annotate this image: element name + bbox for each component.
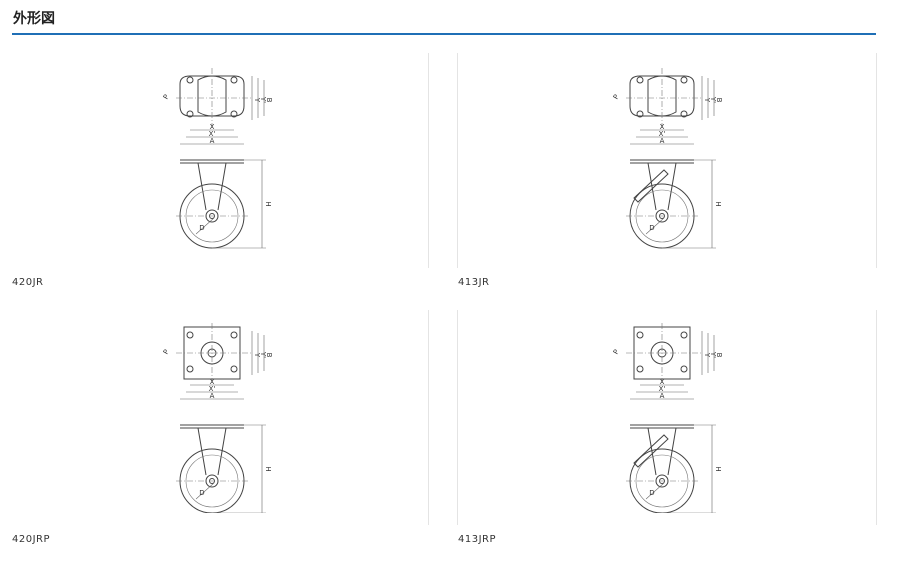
dimension-label: Y' bbox=[259, 351, 267, 358]
column-divider-top bbox=[428, 53, 429, 268]
dimension-label: B bbox=[265, 353, 273, 358]
dimension-label: H bbox=[714, 201, 722, 206]
wheel-rim bbox=[185, 454, 239, 508]
dimension-label: Y bbox=[703, 97, 711, 103]
dimension-label: A bbox=[660, 392, 665, 400]
dimension-label: Y bbox=[253, 352, 261, 358]
dimension-label: B bbox=[265, 98, 273, 103]
brake-lever bbox=[633, 169, 669, 203]
dimension-label: B bbox=[715, 98, 723, 103]
dimension-label: Y' bbox=[709, 96, 717, 103]
bolt-hole bbox=[636, 331, 644, 339]
column-divider-top-2 bbox=[457, 53, 458, 268]
bolt-hole bbox=[680, 331, 688, 339]
dimension-label: Y' bbox=[709, 351, 717, 358]
bolt-hole bbox=[680, 76, 688, 84]
diameter-leader bbox=[645, 482, 665, 500]
bolt-hole bbox=[230, 76, 238, 84]
dimension-label: P bbox=[162, 348, 171, 356]
dimension-label: X' bbox=[659, 130, 666, 138]
model-label: 420JR bbox=[12, 277, 44, 288]
bolt-hole bbox=[636, 110, 644, 118]
drawing-lines: XX'A YY'B P D H bbox=[162, 68, 273, 249]
title-divider bbox=[12, 33, 876, 35]
dimension-label: D bbox=[649, 489, 654, 497]
top-plate-outline bbox=[179, 75, 245, 117]
fork bbox=[647, 162, 677, 211]
bolt-hole bbox=[680, 365, 688, 373]
column-divider-right-bottom bbox=[876, 310, 877, 525]
diameter-leader bbox=[645, 217, 665, 235]
drawing-lines: XX'A YY'B P D H bbox=[612, 68, 723, 249]
wheel-rim bbox=[635, 189, 689, 243]
dimension-label: A bbox=[210, 392, 215, 400]
diameter-leader bbox=[195, 217, 215, 235]
bolt-hole bbox=[230, 365, 238, 373]
dimension-label: X bbox=[210, 378, 215, 386]
dimension-label: Y bbox=[703, 352, 711, 358]
brake-lever bbox=[633, 434, 669, 468]
caster-drawing-svg: XX'A YY'B P D H bbox=[612, 68, 723, 249]
dimension-label: H bbox=[714, 466, 722, 471]
wheel-rim bbox=[635, 454, 689, 508]
dimension-label: X bbox=[660, 378, 665, 386]
caster-drawing-svg: XX'A YY'B P D H bbox=[612, 323, 723, 513]
bolt-hole bbox=[230, 110, 238, 118]
dimension-label: X bbox=[660, 123, 665, 131]
dimension-label: B bbox=[715, 353, 723, 358]
dimension-label: P bbox=[162, 93, 171, 101]
section-title: 外形図 bbox=[13, 10, 55, 26]
model-label: 420JRP bbox=[12, 534, 51, 545]
dimension-label: A bbox=[660, 137, 665, 145]
top-plate-outline bbox=[629, 75, 695, 117]
model-label: 413JRP bbox=[458, 534, 497, 545]
fork bbox=[647, 427, 677, 476]
bolt-hole bbox=[186, 331, 194, 339]
model-label: 413JR bbox=[458, 277, 490, 288]
dimension-label: H bbox=[264, 466, 272, 471]
dimension-label: A bbox=[210, 137, 215, 145]
fork bbox=[197, 427, 227, 476]
bolt-hole bbox=[186, 76, 194, 84]
diameter-leader bbox=[195, 482, 215, 500]
dimension-label: Y bbox=[253, 97, 261, 103]
wheel-rim bbox=[185, 189, 239, 243]
top-plate-center bbox=[647, 75, 677, 117]
drawing-lines: XX'A YY'B P D H bbox=[162, 323, 273, 513]
dimension-label: X' bbox=[659, 385, 666, 393]
dimension-label: H bbox=[264, 201, 272, 206]
fork bbox=[197, 162, 227, 211]
dimension-label: Y' bbox=[259, 96, 267, 103]
column-divider-right-top bbox=[876, 53, 877, 268]
bolt-hole bbox=[636, 76, 644, 84]
caster-drawing-svg: XX'A YY'B P D H bbox=[162, 68, 273, 249]
bolt-hole bbox=[230, 331, 238, 339]
dimension-label: D bbox=[199, 489, 204, 497]
dimension-label: X' bbox=[209, 130, 216, 138]
bolt-hole bbox=[636, 365, 644, 373]
column-divider-bottom bbox=[428, 310, 429, 525]
dimension-label: X bbox=[210, 123, 215, 131]
dimension-label: D bbox=[199, 224, 204, 232]
dimension-label: P bbox=[612, 93, 621, 101]
bolt-hole bbox=[186, 110, 194, 118]
top-plate-center bbox=[197, 75, 227, 117]
drawing-lines: XX'A YY'B P D H bbox=[612, 323, 723, 513]
bolt-hole bbox=[680, 110, 688, 118]
caster-drawing-svg: XX'A YY'B P D H bbox=[162, 323, 273, 513]
column-divider-bottom-2 bbox=[457, 310, 458, 525]
dimension-label: P bbox=[612, 348, 621, 356]
bolt-hole bbox=[186, 365, 194, 373]
dimension-label: D bbox=[649, 224, 654, 232]
dimension-label: X' bbox=[209, 385, 216, 393]
